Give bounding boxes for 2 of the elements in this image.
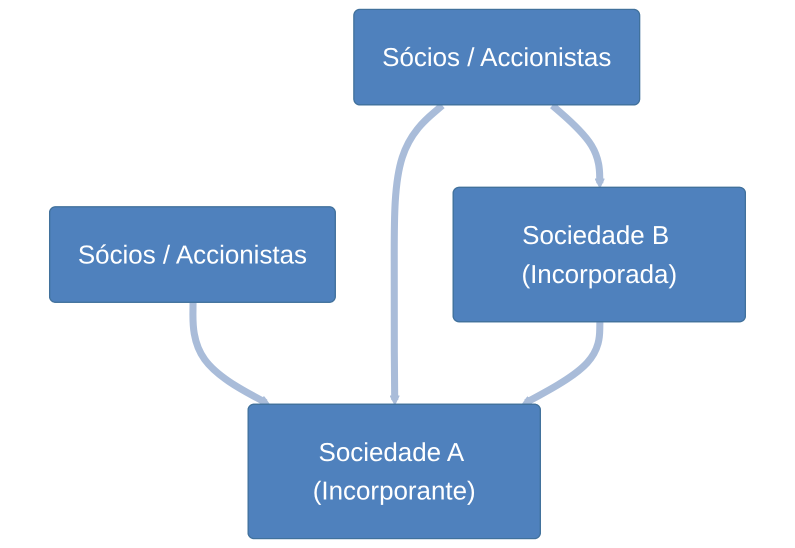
arrow (521, 322, 604, 406)
arrow (189, 302, 270, 406)
